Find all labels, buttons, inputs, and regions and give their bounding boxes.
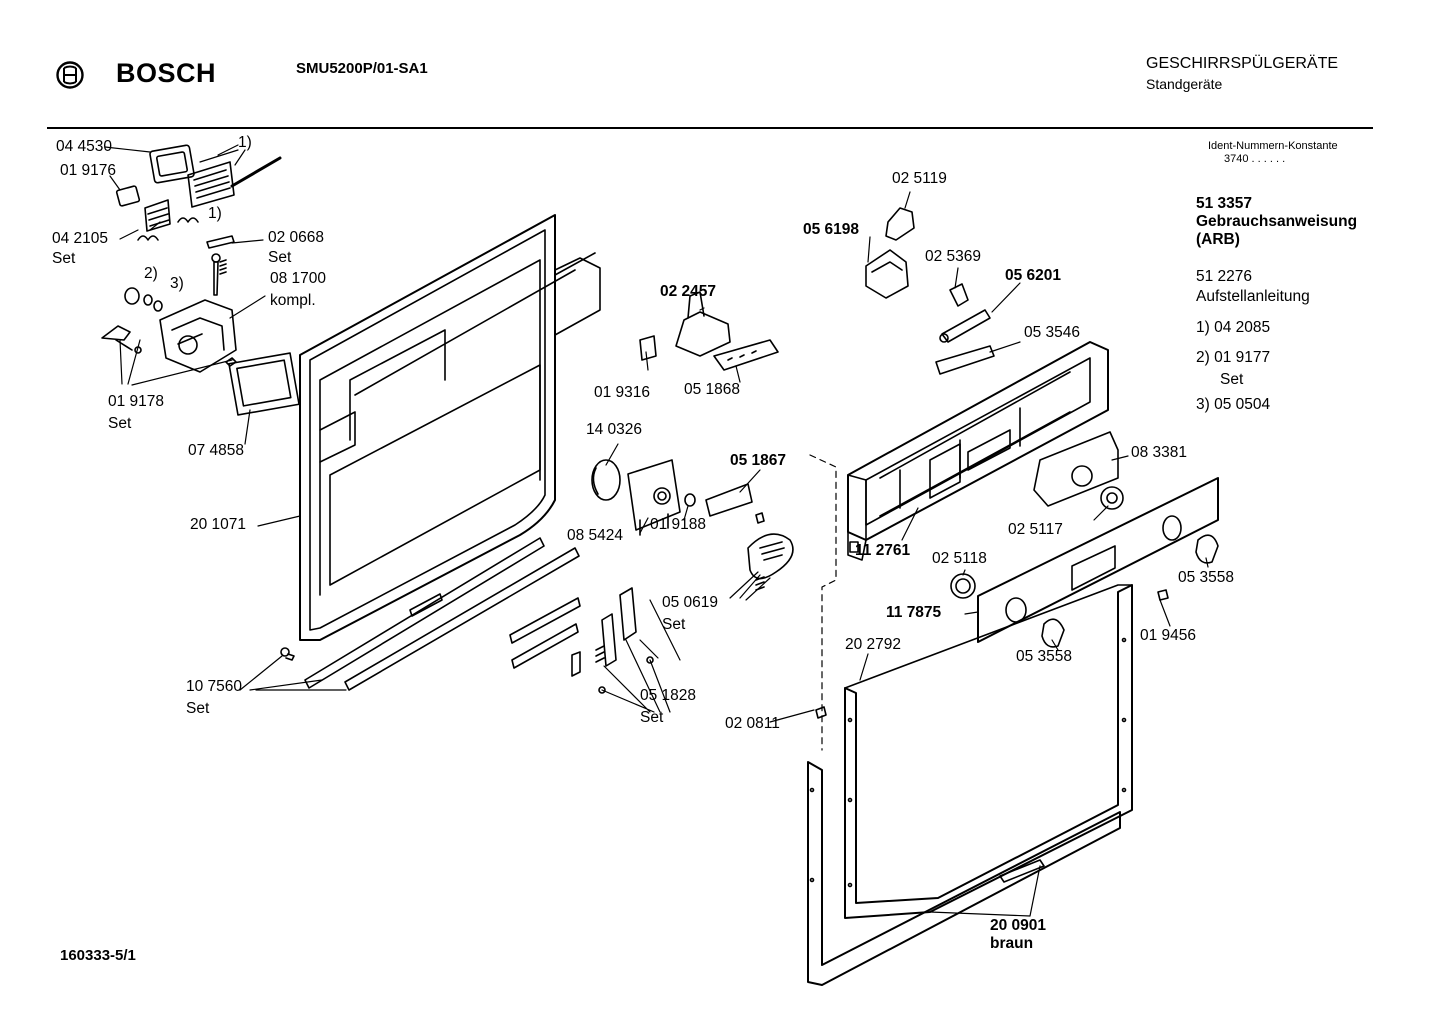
inner-door-panel [299,214,601,641]
part-label: 02 5117 [1008,521,1063,538]
subcategory-title: Standgeräte [1146,76,1223,92]
part-label: 05 1868 [684,381,741,398]
part-label: 05 3558 [1178,569,1235,586]
note-line: 2) 01 9177 [1196,349,1271,366]
note-line: Aufstellanleitung [1196,288,1310,305]
document-number: 160333-5/1 [60,947,136,964]
part-label: 02 2457 [660,283,717,300]
part-label: 01 9316 [594,384,651,401]
part-label: 2) [144,265,158,282]
note-line: Gebrauchsanweisung [1196,213,1358,230]
part-label: kompl. [270,292,316,309]
part-label: 04 2105 [52,230,109,247]
note-line: 51 2276 [1196,268,1253,285]
part-label: 05 6198 [803,221,860,238]
switch-group [639,291,779,371]
part-label: 07 4858 [188,442,245,459]
category-title: GESCHIRRSPÜLGERÄTE [1146,55,1339,72]
door-hinge-bars [280,537,580,691]
part-label: 05 0619 [662,594,719,611]
ident-value: 3740 . . . . . . [1224,153,1286,165]
bracket-parts [865,207,995,375]
part-label: 10 7560 [186,678,243,695]
part-label: 20 0901 [990,917,1047,934]
control-panel-frame [847,341,1109,561]
part-label: 3) [170,275,184,292]
hinge-brackets [509,587,654,694]
part-label: Set [108,415,132,432]
note-line: 3) 05 0504 [1196,396,1271,413]
part-label: Set [186,700,210,717]
part-label: 02 0811 [725,715,780,732]
seal-frame-inner [236,359,292,407]
brand-name: BOSCH [116,58,217,88]
part-label: 05 1828 [640,687,697,704]
part-label: 20 1071 [190,516,247,533]
part-label: 05 1867 [730,452,787,469]
part-label: 02 5369 [925,248,982,265]
part-label: 05 3546 [1024,324,1081,341]
lock-assembly [101,253,237,373]
header-divider [47,127,1373,129]
bosch-logo-icon [56,61,84,89]
model-number: SMU5200P/01-SA1 [296,60,428,77]
part-label: 14 0326 [586,421,643,438]
part-label: 1) [238,134,252,151]
part-label: 05 3558 [1016,648,1073,665]
control-knobs [1041,534,1219,648]
part-label: 01 9178 [108,393,165,410]
part-label: Set [640,709,664,726]
part-label: 01 9188 [650,516,707,533]
part-label: 05 6201 [1005,267,1062,284]
part-label: 01 9176 [60,162,117,179]
part-label: Set [268,249,292,266]
part-label: 1) [208,205,222,222]
note-line: 51 3357 [1196,195,1253,212]
part-label: 08 3381 [1131,444,1188,461]
part-label: 01 9456 [1140,627,1197,644]
ident-label: Ident-Nummern-Konstante [1208,140,1338,152]
part-label: 20 2792 [845,636,902,653]
seal-frame-outer [228,352,300,416]
filter-cover-group [115,144,282,275]
circuit-board [1033,431,1119,507]
outer-door-frame [807,584,1133,986]
timer-assembly [591,459,794,591]
part-label: 02 5119 [892,170,947,187]
note-line: Set [1220,371,1244,388]
part-label: 08 5424 [567,527,624,544]
part-label: 08 1700 [270,270,327,287]
note-line: (ARB) [1196,231,1240,248]
note-line: 1) 04 2085 [1196,319,1271,336]
part-label: Set [52,250,76,267]
part-label: 02 0668 [268,229,325,246]
leader-lines [104,144,1209,917]
front-fascia [977,477,1219,643]
part-label: 11 2761 [855,542,911,559]
part-label: Set [662,616,686,633]
part-label: 11 7875 [886,604,942,621]
part-label: 02 5118 [932,550,987,567]
part-label: 04 4530 [56,138,113,155]
part-label: braun [990,935,1034,952]
